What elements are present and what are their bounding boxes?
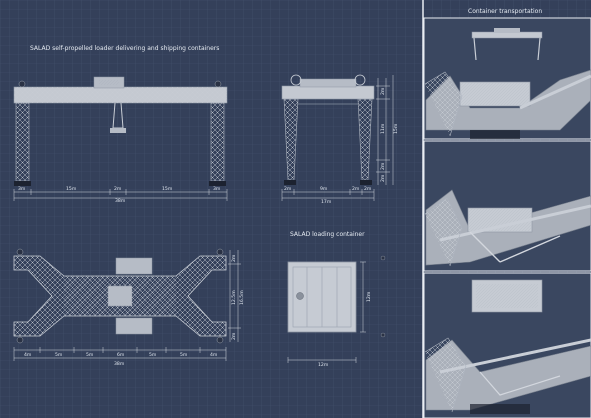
render-panel-3 (423, 272, 591, 418)
front-dim-4: 3m (213, 186, 221, 192)
front-dim-3: 15m (162, 186, 173, 192)
side-height-2: 2m (380, 162, 386, 170)
plan-dim-2: 5m (86, 352, 94, 358)
loading-title: SALAD loading container (290, 231, 365, 238)
container-width-dim: 12m (318, 362, 329, 368)
side-elevation: 2m 9m 2m 2m 17m 2m 11m 2m 2m 15m (281, 74, 399, 205)
plan-dim-1: 5m (55, 352, 63, 358)
side-dim-1: 9m (320, 186, 328, 192)
plan-dim-6: 4m (210, 352, 218, 358)
plan-height-2: 16.5m (239, 290, 245, 305)
plan-height-0: 2m (231, 254, 237, 262)
front-elevation: 3m 15m 2m 15m 3m 38m (13, 76, 228, 204)
side-dim-3: 2m (364, 186, 372, 192)
container-height-dim: 12m (366, 291, 372, 302)
plan-height-3: 2m (231, 332, 237, 340)
plan-dim-3: 6m (117, 352, 125, 358)
plan-dim-0: 4m (24, 352, 32, 358)
side-dim-total: 17m (321, 199, 332, 205)
side-height-total: 15m (393, 123, 399, 134)
side-height-0: 2m (380, 87, 386, 95)
render-panel-2 (423, 140, 591, 272)
side-dim-0: 2m (284, 186, 292, 192)
container-top-view: 12m 12m (287, 255, 386, 368)
main-title: SALAD self-propelled loader delivering a… (30, 45, 219, 52)
transport-title: Container transportation (468, 8, 542, 15)
front-dim-total: 38m (115, 198, 126, 204)
plan-height-1: 12.5m (231, 290, 237, 305)
side-dim-2: 2m (352, 186, 360, 192)
front-dim-1: 15m (66, 186, 77, 192)
plan-dim-total: 38m (114, 361, 125, 367)
plan-dim-5: 5m (180, 352, 188, 358)
front-dim-0: 3m (18, 186, 26, 192)
side-height-3: 2m (380, 174, 386, 182)
plan-view: 4m 5m 5m 6m 5m 5m 4m 38m 2m 12.5m 16.5m … (13, 248, 245, 367)
plan-dim-4: 5m (149, 352, 157, 358)
front-dim-2: 2m (114, 186, 122, 192)
render-panel-1 (423, 17, 591, 140)
side-height-1: 11m (380, 123, 386, 134)
